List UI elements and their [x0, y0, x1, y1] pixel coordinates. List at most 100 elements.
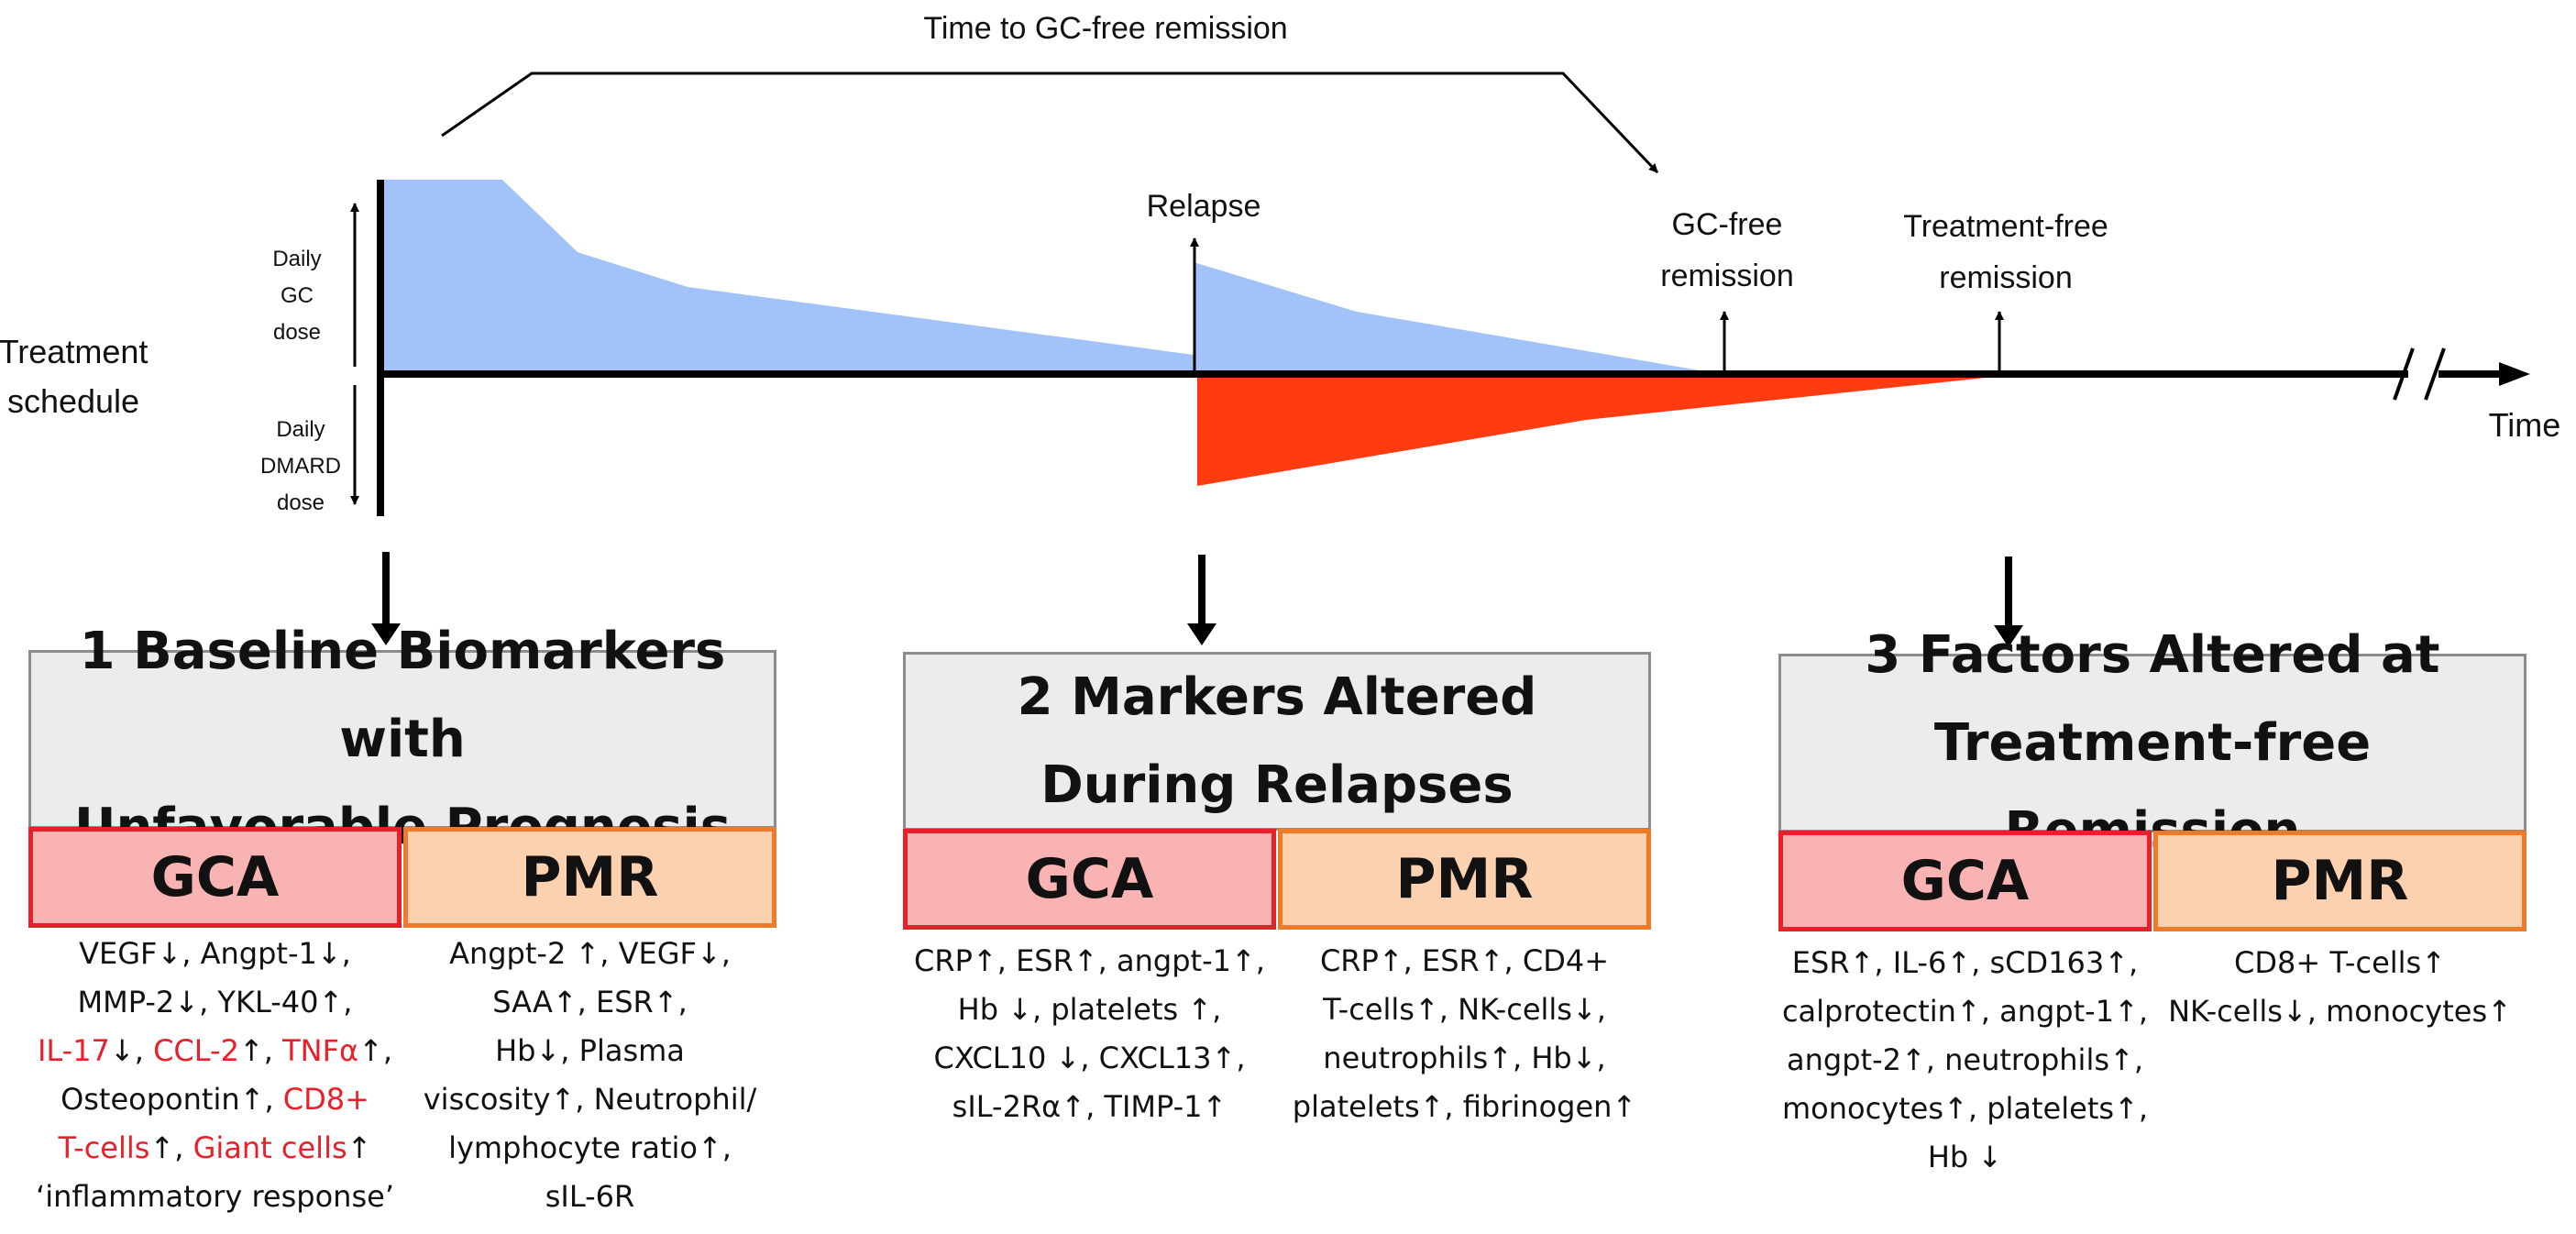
marker-line: IL-17↓, CCL-2↑, TNFα↑, [28, 1027, 402, 1075]
treatment-schedule-label-line2: schedule [7, 382, 139, 420]
treatment-free-remission-label-line1: Treatment-free [1903, 209, 2108, 244]
marker-text: ‘inflammatory response’ [36, 1179, 394, 1214]
marker-text-highlighted: CCL-2 [153, 1033, 239, 1068]
marker-line: VEGF↓, Angpt-1↓, [28, 930, 402, 978]
marker-line: sIL-6R [403, 1173, 776, 1221]
marker-line: CXCL10 ↓, CXCL13↑, [903, 1034, 1276, 1083]
panel-3-pmr-tag: PMR [2153, 831, 2526, 931]
marker-text: MMP-2↓, YKL-40↑, [77, 985, 353, 1019]
panel-1-title-line1: 1 Baseline Biomarkers with [79, 621, 726, 769]
marker-text: ESR↑, IL-6↑, sCD163↑, [1791, 945, 2139, 980]
marker-text: ↓, [109, 1033, 154, 1068]
panel-2-title-line2: During Relapses [1040, 755, 1514, 815]
dmard-dose-area [1197, 376, 2003, 486]
marker-text-highlighted: Giant cells [193, 1130, 347, 1165]
marker-line: CRP↑, ESR↑, CD4+ [1278, 937, 1651, 986]
time-axis-arrowhead [2499, 362, 2530, 386]
treatment-schedule-label-line1: Treatment [0, 333, 148, 370]
dmard-dose-axis-label-line3: dose [277, 490, 325, 515]
gc-dose-axis-label-line2: GC [281, 283, 314, 308]
marker-line: Osteopontin↑, CD8+ [28, 1075, 402, 1124]
marker-line: calprotectin↑, angpt-1↑, [1778, 987, 2152, 1036]
gc-dose-axis-label-line1: Daily [272, 247, 321, 271]
marker-line: SAA↑, ESR↑, [403, 978, 776, 1027]
panel-1-pmr-markers: Angpt-2 ↑, VEGF↓, SAA↑, ESR↑, Hb↓, Plasma v… [403, 930, 776, 1221]
marker-text: Hb↓, Plasma [495, 1033, 685, 1068]
axis-break-mark [2424, 347, 2446, 401]
marker-line: NK-cells↓, monocytes↑ [2153, 987, 2526, 1036]
marker-text: ↑, [238, 1033, 283, 1068]
gc-dose-area-after-relapse [1194, 262, 1723, 372]
marker-text: calprotectin↑, angpt-1↑, [1781, 994, 2149, 1029]
panel-1-gca-tag: GCA [28, 827, 402, 928]
marker-text: viscosity↑, Neutrophil/ [423, 1082, 757, 1117]
marker-text: neutrophils↑, Hb↓, [1323, 1041, 1606, 1075]
marker-text: sIL-2Rα↑, TIMP-1↑ [952, 1089, 1227, 1124]
panel-3-gca-tag: GCA [1778, 831, 2152, 931]
marker-line: Angpt-2 ↑, VEGF↓, [403, 930, 776, 978]
marker-line: ‘inflammatory response’ [28, 1173, 402, 1221]
panel-1-gca-markers: VEGF↓, Angpt-1↓, MMP-2↓, YKL-40↑, IL-17↓, … [28, 930, 402, 1221]
panel-1-title: 1 Baseline Biomarkers with Unfavorable P… [28, 622, 776, 857]
marker-text: sIL-6R [545, 1179, 635, 1214]
marker-text: T-cells↑, NK-cells↓, [1323, 992, 1606, 1027]
marker-text: CD8+ T-cells↑ [2233, 945, 2447, 980]
marker-text: Hb ↓ [1927, 1140, 2003, 1174]
panel-2-pmr-tag: PMR [1278, 829, 1651, 930]
panel-3-title: 3 Factors Altered at Treatment-free Remi… [1778, 625, 2526, 861]
marker-line: viscosity↑, Neutrophil/ [403, 1075, 776, 1124]
treatment-free-remission-label-line2: remission [1939, 260, 2072, 295]
marker-line: CRP↑, ESR↑, angpt-1↑, [903, 937, 1276, 986]
gc-free-remission-label-line1: GC-free [1672, 207, 1783, 242]
panel-2-pmr-markers: CRP↑, ESR↑, CD4+ T-cells↑, NK-cells↓, neut… [1278, 937, 1651, 1131]
marker-text: platelets↑, fibrinogen↑ [1292, 1089, 1637, 1124]
marker-line: T-cells↑, Giant cells↑ [28, 1124, 402, 1173]
marker-text: ↑ [347, 1130, 372, 1165]
panel-2-gca-markers: CRP↑, ESR↑, angpt-1↑, Hb ↓, platelets ↑, C… [903, 937, 1276, 1131]
marker-text: CXCL10 ↓, CXCL13↑, [933, 1041, 1246, 1075]
panel-2-gca-tag: GCA [903, 829, 1276, 930]
marker-line: T-cells↑, NK-cells↓, [1278, 986, 1651, 1034]
marker-text: ↑, [358, 1033, 393, 1068]
panel-3-gca-markers: ESR↑, IL-6↑, sCD163↑, calprotectin↑, angp… [1778, 939, 2152, 1182]
panel-2-title: 2 Markers Altered During Relapses [903, 652, 1651, 831]
marker-line: neutrophils↑, Hb↓, [1278, 1034, 1651, 1083]
marker-text: Hb ↓, platelets ↑, [957, 992, 1222, 1027]
marker-text-highlighted: CD8+ [282, 1082, 369, 1117]
dmard-dose-axis-label-line1: Daily [276, 417, 325, 442]
marker-text: monocytes↑, platelets↑, [1781, 1091, 2149, 1126]
marker-text-highlighted: TNFα [282, 1033, 359, 1068]
down-arrow-panel-2-head [1187, 623, 1216, 645]
down-arrow-panel-3-head [1994, 625, 2023, 647]
marker-text: SAA↑, ESR↑, [492, 985, 688, 1019]
marker-text: Angpt-2 ↑, VEGF↓, [449, 936, 731, 971]
relapse-label: Relapse [1147, 189, 1261, 224]
marker-text-highlighted: T-cells [58, 1130, 150, 1165]
time-to-gc-free-remission-label: Time to GC-free remission [923, 11, 1287, 46]
marker-text: angpt-2↑, neutrophils↑, [1787, 1042, 2143, 1077]
marker-text: lymphocyte ratio↑, [448, 1130, 732, 1165]
marker-line: MMP-2↓, YKL-40↑, [28, 978, 402, 1027]
marker-text: ↑, [149, 1130, 193, 1165]
marker-line: Hb↓, Plasma [403, 1027, 776, 1075]
marker-line: ESR↑, IL-6↑, sCD163↑, [1778, 939, 2152, 987]
marker-text: NK-cells↓, monocytes↑ [2168, 994, 2512, 1029]
time-to-gc-free-remission-bracket [441, 72, 1659, 174]
time-axis-label: Time [2489, 406, 2561, 444]
marker-line: angpt-2↑, neutrophils↑, [1778, 1036, 2152, 1085]
marker-text: CRP↑, ESR↑, CD4+ [1319, 943, 1610, 978]
panel-2-title-line1: 2 Markers Altered [1017, 667, 1537, 727]
panel-1-pmr-tag: PMR [403, 827, 776, 928]
marker-text: VEGF↓, Angpt-1↓, [79, 936, 351, 971]
down-arrow-panel-1-head [371, 623, 401, 645]
dmard-dose-axis-label-line2: DMARD [260, 454, 341, 479]
marker-line: CD8+ T-cells↑ [2153, 939, 2526, 987]
marker-line: lymphocyte ratio↑, [403, 1124, 776, 1173]
marker-line: sIL-2Rα↑, TIMP-1↑ [903, 1083, 1276, 1131]
panel-3-pmr-markers: CD8+ T-cells↑ NK-cells↓, monocytes↑ [2153, 939, 2526, 1036]
gc-dose-area-initial [383, 180, 1194, 372]
marker-line: monocytes↑, platelets↑, [1778, 1085, 2152, 1133]
marker-text-highlighted: IL-17 [37, 1033, 110, 1068]
marker-text: CRP↑, ESR↑, angpt-1↑, [914, 943, 1265, 978]
